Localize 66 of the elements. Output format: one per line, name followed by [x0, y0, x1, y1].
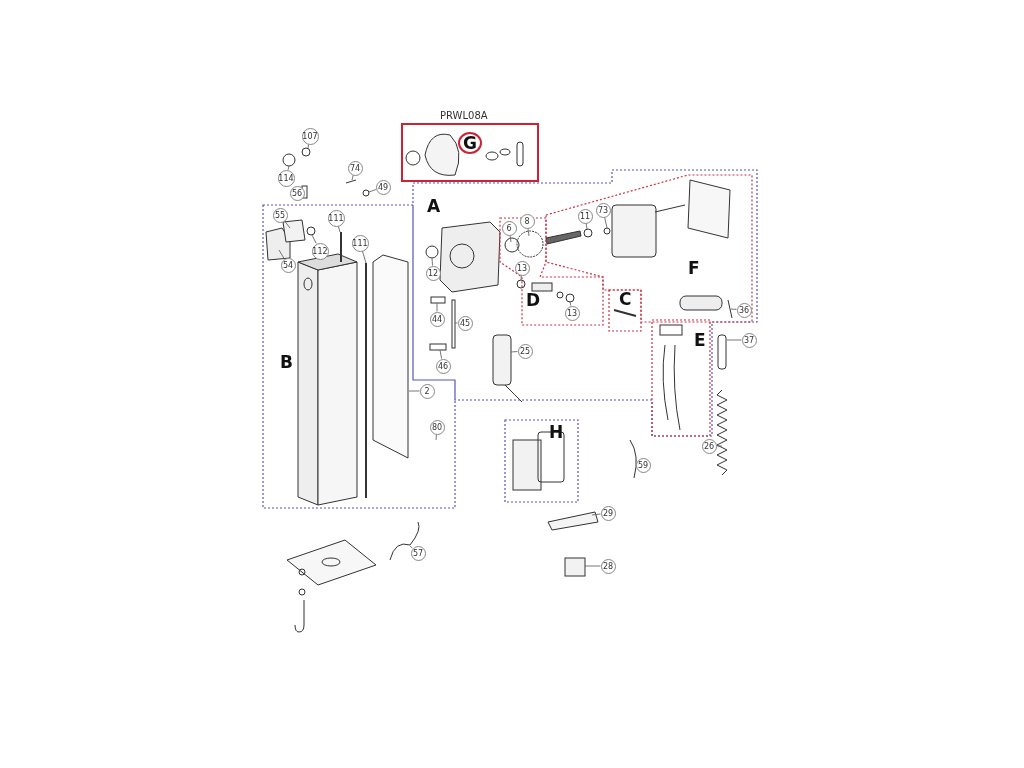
group-letter: E — [694, 331, 706, 349]
group-letter: B — [280, 353, 293, 371]
leader-line — [527, 228, 530, 237]
callout-number: 28 — [600, 558, 616, 574]
leader-line — [287, 165, 290, 171]
callout-number: 80 — [429, 419, 445, 435]
group-letter: G — [458, 132, 482, 154]
leader-line — [730, 308, 737, 310]
callout-number: 12 — [425, 265, 441, 281]
callout-number: 73 — [595, 202, 611, 218]
leader-line — [635, 459, 638, 462]
group-letter: D — [526, 291, 541, 309]
callout-number: 13 — [564, 305, 580, 321]
callout-number: 111 — [327, 209, 345, 227]
leader-line — [351, 174, 354, 181]
callout-number: 44 — [429, 311, 445, 327]
callout-number: 57 — [410, 545, 426, 561]
leader-line — [337, 225, 341, 233]
leader-line — [409, 545, 413, 549]
callout-number: 29 — [600, 505, 616, 521]
callout-number: 55 — [272, 207, 288, 223]
callout-number: 2 — [419, 383, 435, 399]
callout-number: 56 — [289, 185, 305, 201]
callout-number: 107 — [301, 127, 319, 145]
group-letter: H — [549, 423, 564, 441]
leader-line — [584, 565, 601, 567]
callout-number: 36 — [736, 302, 752, 318]
leader-line — [439, 349, 443, 360]
group-letter: F — [688, 259, 700, 277]
leader-line — [604, 216, 608, 229]
leader-line — [569, 300, 572, 307]
leader-line — [435, 434, 437, 441]
leader-line — [509, 234, 512, 243]
kit-code: PRWL08A — [440, 110, 488, 121]
group-letter: A — [427, 197, 441, 215]
callout-number: 37 — [741, 332, 757, 348]
callout-number: 8 — [519, 213, 535, 229]
leader-line — [510, 351, 518, 353]
callout-number: 112 — [311, 242, 329, 260]
leader-line — [591, 513, 601, 516]
leader-line — [307, 143, 310, 149]
callout-number: 26 — [701, 438, 717, 454]
callout-number: 45 — [457, 315, 473, 331]
leader-line — [311, 234, 317, 244]
leader-line — [362, 250, 367, 264]
callout-number: 13 — [514, 260, 530, 276]
leader-line — [284, 220, 291, 229]
callout-number: 25 — [517, 343, 533, 359]
leader-line — [520, 275, 522, 281]
callout-number: 6 — [501, 220, 517, 236]
callout-number: 74 — [347, 160, 363, 176]
callout-number: 49 — [375, 179, 391, 195]
callout-number: 111 — [351, 234, 369, 252]
leader-line — [716, 445, 723, 447]
callout-number: 114 — [277, 169, 295, 187]
leader-line — [408, 390, 420, 392]
leader-line — [585, 222, 588, 230]
leader-line — [454, 322, 458, 324]
leader-line — [278, 249, 285, 259]
group-letter: C — [619, 290, 632, 308]
leader-line — [436, 302, 438, 312]
callout-number: 11 — [577, 208, 593, 224]
callout-number: 46 — [435, 358, 451, 374]
leader-line — [368, 189, 377, 193]
leader-line — [431, 257, 433, 266]
leader-line — [726, 339, 742, 341]
